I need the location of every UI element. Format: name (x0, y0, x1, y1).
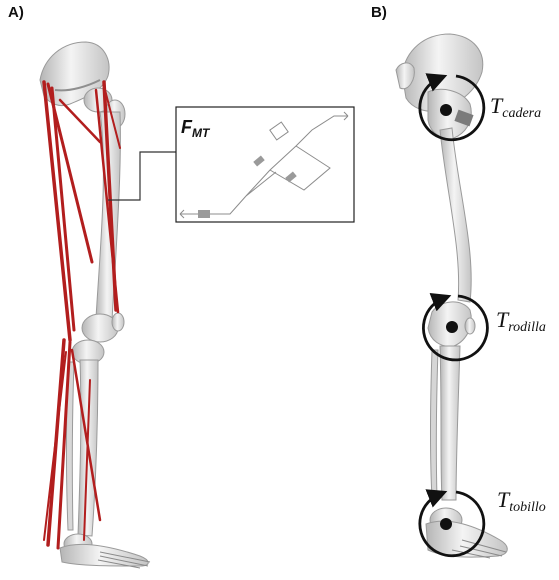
knee-torque-symbol: T (496, 307, 508, 332)
hip-torque-symbol: T (490, 93, 502, 118)
hip-torque-label: Tcadera (490, 93, 541, 122)
knee-torque-subscript: rodilla (508, 320, 546, 335)
foot-bones (60, 544, 148, 566)
patella (465, 318, 475, 334)
knee-torque-label: Trodilla (496, 307, 546, 336)
ankle-torque-label: Ttobillo (497, 487, 546, 516)
ankle-torque-symbol: T (497, 487, 509, 512)
ankle-joint-marker (440, 518, 452, 530)
knee-joint-marker (446, 321, 458, 333)
fibula-shaft (431, 350, 439, 498)
tibia-shaft (440, 346, 460, 500)
muscle-force-symbol: F (181, 117, 192, 137)
ankle-torque-subscript: tobillo (509, 500, 546, 515)
muscle-force-label: FMT (181, 117, 209, 140)
muscle-force-subscript: MT (192, 126, 209, 140)
femur-shaft (440, 128, 471, 302)
hip-torque-subscript: cadera (502, 106, 541, 121)
patella (112, 313, 124, 331)
hip-joint-marker (440, 104, 452, 116)
